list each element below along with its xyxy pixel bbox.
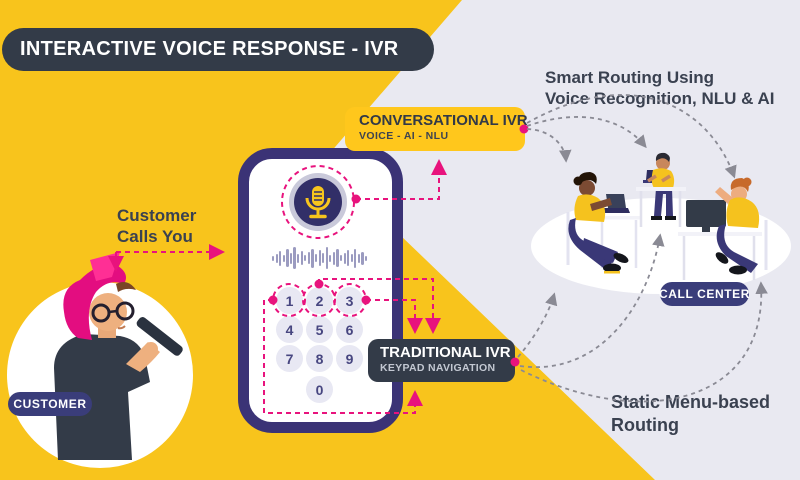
waveform-bar bbox=[361, 251, 364, 265]
smart-routing-annotation: Smart Routing Using Voice Recognition, N… bbox=[545, 67, 775, 109]
keypad-key-9: 9 bbox=[336, 345, 363, 372]
call-center-badge-text: CALL CENTER bbox=[658, 287, 751, 301]
waveform-bar bbox=[354, 248, 357, 268]
static-routing-line2: Routing bbox=[611, 415, 679, 435]
waveform-bar bbox=[322, 253, 325, 263]
waveform-bar bbox=[339, 255, 343, 261]
static-routing-annotation: Static Menu-based Routing bbox=[611, 391, 770, 437]
waveform-bar bbox=[311, 248, 314, 268]
microphone-icon bbox=[305, 186, 331, 219]
customer-calls-line1: Customer bbox=[117, 206, 197, 225]
keypad-key-4: 4 bbox=[276, 316, 303, 343]
customer-calls-line2: Calls You bbox=[117, 227, 193, 246]
page-title: INTERACTIVE VOICE RESPONSE - IVR bbox=[20, 38, 399, 60]
waveform-bar bbox=[365, 255, 368, 261]
call-center-illustration bbox=[531, 152, 791, 294]
waveform-bar bbox=[332, 251, 336, 265]
traditional-ivr-subtitle: KEYPAD NAVIGATION bbox=[380, 362, 496, 374]
waveform-bar bbox=[343, 252, 346, 264]
customer-calls-annotation: Customer Calls You bbox=[117, 205, 196, 247]
monitor-icon bbox=[686, 200, 726, 227]
glasses-icon bbox=[91, 301, 135, 323]
static-routing-line1: Static Menu-based bbox=[611, 392, 771, 412]
call-center-badge: CALL CENTER bbox=[658, 282, 751, 306]
keypad-key-3: 3 bbox=[336, 287, 363, 314]
waveform-bar bbox=[347, 250, 350, 266]
title-banner: INTERACTIVE VOICE RESPONSE - IVR bbox=[2, 28, 434, 71]
waveform-bar bbox=[272, 255, 275, 261]
waveform-bar bbox=[314, 254, 318, 262]
waveform-bar bbox=[275, 253, 278, 263]
keypad-key-1: 1 bbox=[276, 287, 303, 314]
waveform-bar bbox=[297, 253, 300, 263]
customer-badge-text: CUSTOMER bbox=[13, 397, 87, 411]
smart-routing-line1: Smart Routing Using bbox=[545, 68, 715, 87]
phone-notch bbox=[291, 149, 349, 157]
mic-button bbox=[294, 178, 342, 226]
keypad-key-7: 7 bbox=[276, 345, 303, 372]
keypad-key-0: 0 bbox=[306, 376, 333, 403]
customer-illustration bbox=[7, 252, 193, 468]
waveform-bar bbox=[293, 247, 296, 269]
waveform-bar bbox=[282, 254, 285, 262]
conversational-ivr-label: CONVERSATIONAL IVR VOICE - AI - NLU bbox=[345, 107, 528, 151]
waveform-bar bbox=[300, 251, 303, 265]
waveform-bar bbox=[350, 254, 353, 262]
keypad-key-6: 6 bbox=[336, 316, 363, 343]
conversational-ivr-subtitle: VOICE - AI - NLU bbox=[359, 130, 449, 142]
waveform-bar bbox=[325, 247, 328, 269]
waveform-bar bbox=[318, 250, 321, 266]
waveform-bar bbox=[336, 249, 339, 267]
agent-right bbox=[678, 177, 768, 280]
voice-waveform bbox=[272, 244, 368, 272]
waveform-bar bbox=[307, 252, 310, 264]
waveform-bar bbox=[289, 252, 293, 264]
conversational-ivr-title: CONVERSATIONAL IVR bbox=[359, 112, 528, 129]
smart-routing-line2: Voice Recognition, NLU & AI bbox=[545, 89, 775, 108]
keypad-key-2: 2 bbox=[306, 287, 333, 314]
waveform-bar bbox=[329, 254, 332, 262]
keypad-key-8: 8 bbox=[306, 345, 333, 372]
waveform-bar bbox=[286, 249, 289, 267]
waveform-bar bbox=[279, 250, 282, 266]
keypad-key-5: 5 bbox=[306, 316, 333, 343]
customer-badge: CUSTOMER bbox=[8, 392, 92, 416]
waveform-bar bbox=[357, 253, 361, 263]
waveform-bar bbox=[304, 255, 307, 261]
traditional-ivr-label: TRADITIONAL IVR KEYPAD NAVIGATION bbox=[368, 339, 515, 382]
traditional-ivr-title: TRADITIONAL IVR bbox=[380, 344, 511, 361]
customer-phone-in-hand bbox=[136, 317, 183, 356]
